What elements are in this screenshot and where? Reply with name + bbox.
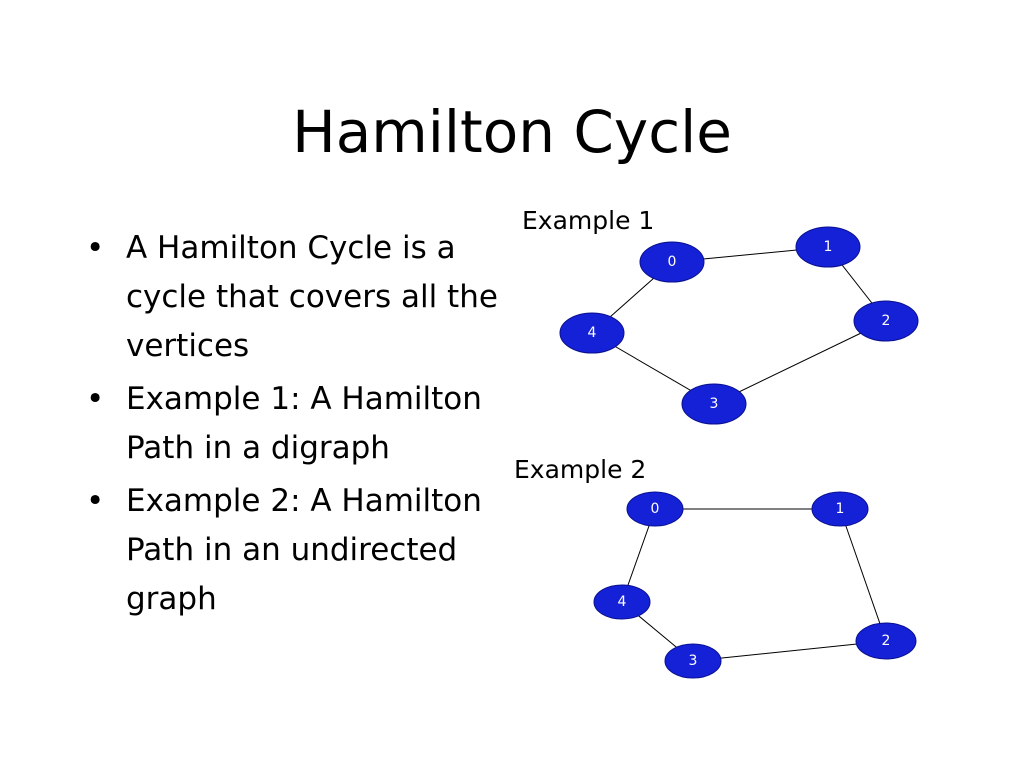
edge-2-3 — [713, 320, 887, 405]
bullet-list: • A Hamilton Cycle is a cycle that cover… — [82, 224, 502, 624]
example-2-node-2: 2 — [855, 622, 917, 660]
node-label: 2 — [882, 633, 891, 649]
example-1-edges — [591, 246, 887, 405]
bullet-text: Example 1: A Hamilton Path in a digraph — [126, 381, 482, 466]
node-label: 0 — [668, 254, 677, 270]
node-label: 0 — [651, 501, 660, 517]
example-2-node-1: 1 — [811, 491, 869, 527]
node-label: 1 — [824, 239, 833, 255]
example-1-node-1: 1 — [795, 226, 861, 268]
bullet-marker: • — [86, 483, 105, 519]
node-label: 3 — [710, 396, 719, 412]
node-label: 3 — [689, 653, 698, 669]
node-label: 4 — [588, 325, 597, 341]
edge-3-4 — [591, 332, 715, 405]
example-1-node-2: 2 — [853, 300, 919, 342]
bullet-text: A Hamilton Cycle is a cycle that covers … — [126, 230, 498, 364]
node-label: 2 — [882, 313, 891, 329]
bullet-item: • A Hamilton Cycle is a cycle that cover… — [82, 224, 502, 371]
bullet-marker: • — [86, 230, 105, 266]
example-2-label: Example 2 — [514, 455, 647, 484]
edge-1-2 — [827, 246, 887, 322]
example-1-node-3: 3 — [681, 383, 747, 425]
example-2-node-0: 0 — [626, 491, 684, 527]
edge-2-3 — [692, 640, 887, 662]
example-2-edges — [621, 508, 887, 662]
bullet-item: • Example 1: A Hamilton Path in a digrap… — [82, 375, 502, 473]
edge-0-1 — [671, 246, 829, 263]
edge-4-0 — [591, 261, 673, 334]
example-2-node-3: 3 — [664, 643, 722, 679]
slide-title: Hamilton Cycle — [292, 98, 732, 166]
node-label: 1 — [836, 501, 845, 517]
example-1-node-0: 0 — [639, 241, 705, 283]
edge-1-2 — [839, 508, 887, 642]
bullet-text: Example 2: A Hamilton Path in an undirec… — [126, 483, 482, 617]
example-1-label: Example 1 — [522, 206, 655, 235]
edge-3-4 — [621, 601, 694, 662]
node-label: 4 — [618, 594, 627, 610]
bullet-item: • Example 2: A Hamilton Path in an undir… — [82, 477, 502, 624]
example-1-node-4: 4 — [559, 312, 625, 354]
bullet-marker: • — [86, 381, 105, 417]
edge-4-0 — [621, 508, 656, 603]
example-2-node-4: 4 — [593, 584, 651, 620]
